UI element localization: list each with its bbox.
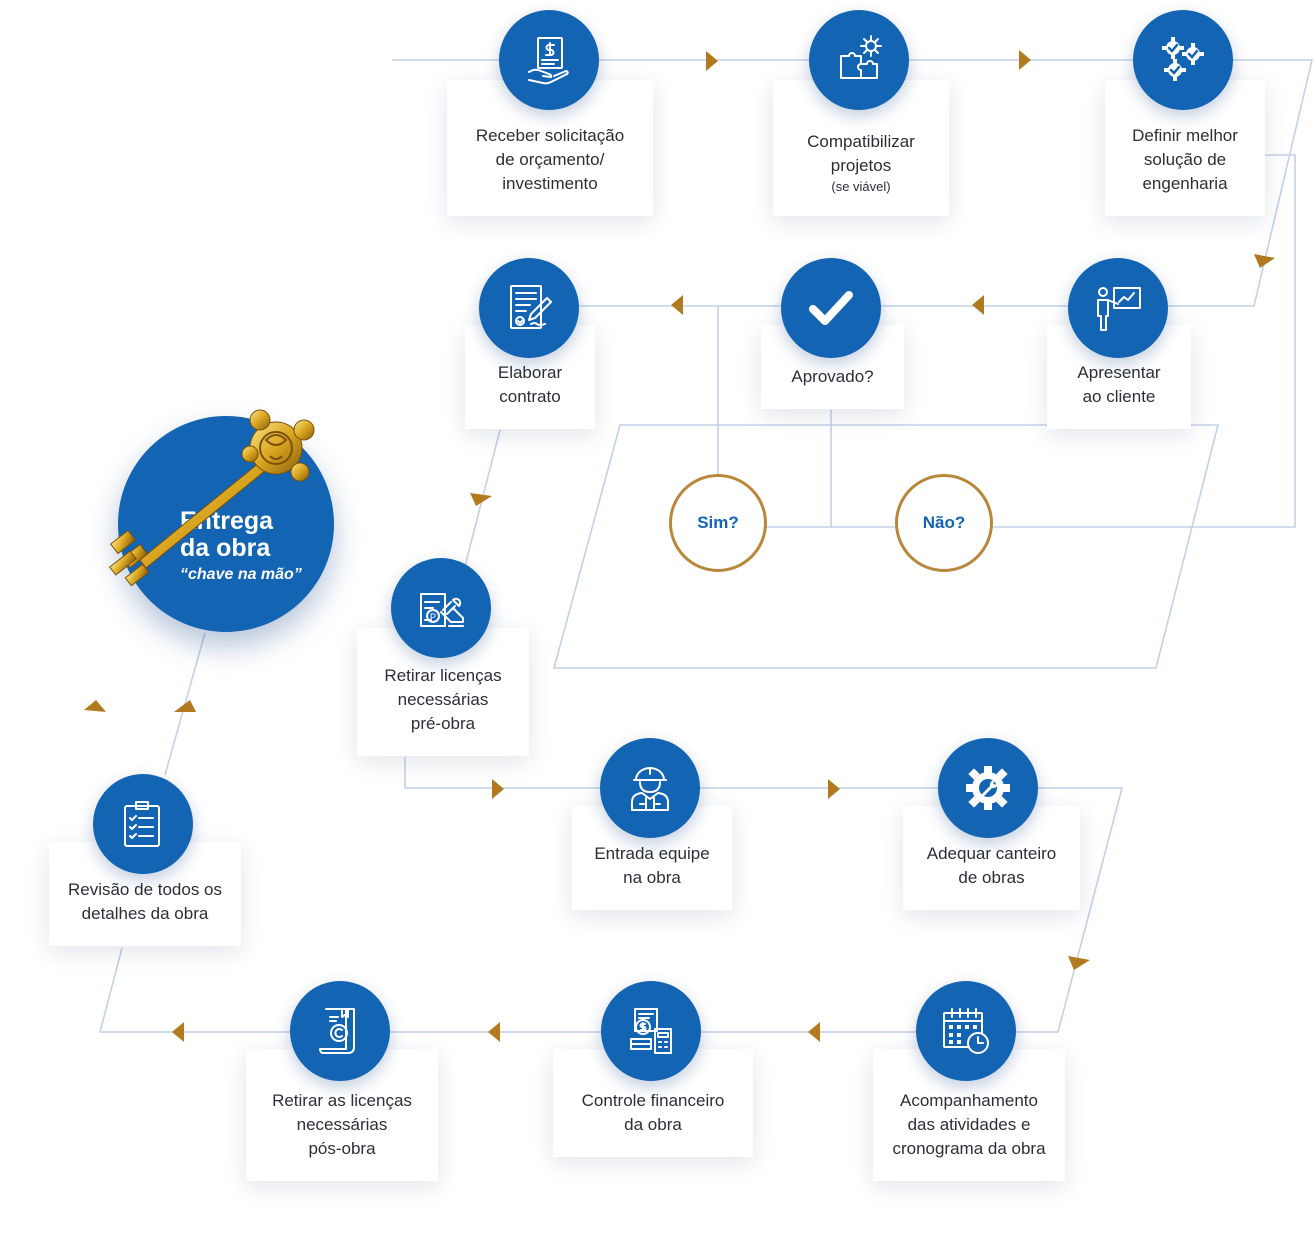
delivery-title: Entrega da obra [180,507,274,562]
checkmark-icon [781,258,881,358]
clipboard-checklist-icon [93,774,193,874]
step-label: Definir melhor solução de engenharia [1132,126,1238,193]
step-label: Retirar licenças necessárias pré-obra [384,666,502,733]
step-label: Adequar canteiro de obras [926,844,1057,887]
arrow-down-2 [470,493,492,506]
puzzle-gear-icon [809,10,909,110]
copyright-scroll-icon [290,981,390,1081]
arrow-left-4 [488,1022,500,1042]
step-card-acompanhamento: Acompanhamento das atividades e cronogra… [873,1049,1065,1181]
flow-line-pre-licence [98,757,1124,1033]
step-label: Acompanhamento das atividades e cronogra… [892,1091,1046,1158]
calendar-clock-icon [916,981,1016,1081]
document-dollar-icon [499,10,599,110]
arrow-left-3 [808,1022,820,1042]
step-note: (se viável) [831,179,891,194]
stamp-document-icon: P [391,558,491,658]
decision-sim-label: Sim? [697,513,739,532]
svg-text:P: P [430,612,436,622]
arrow-down-3 [1068,956,1090,970]
step-label: Receber solicitação de orçamento/ invest… [475,126,625,193]
arrow-right-1 [706,51,718,71]
step-card-revisao: Revisão de todos os detalhes da obra [49,842,241,946]
decision-nao: Não? [895,474,993,572]
money-calculator-icon [601,981,701,1081]
decision-nao-label: Não? [922,513,966,532]
arrow-left-1 [972,295,984,315]
presenter-board-icon [1068,258,1168,358]
step-label: Revisão de todos os detalhes da obra [67,880,223,923]
arrow-right-2 [1019,50,1031,70]
decision-parallelogram [552,424,1220,669]
construction-worker-icon [600,738,700,838]
decision-sim: Sim? [669,474,767,572]
arrow-left-2 [671,295,683,315]
arrow-down-1 [1254,254,1275,268]
wrench-gear-icon [938,738,1038,838]
step-label: Compatibilizar projetos [807,132,915,175]
arrow-right-4 [828,779,840,799]
gears-check-icon [1133,10,1233,110]
arrow-left-5 [172,1022,184,1042]
flow-line-approval-down [760,410,900,528]
step-label: Elaborar contrato [497,363,563,406]
arrow-right-3 [492,779,504,799]
step-label: Retirar as licenças necessárias pós-obra [272,1091,412,1158]
delivery-subtitle: “chave na mão” [180,566,302,583]
step-label: Aprovado? [791,367,874,386]
contract-pen-icon [479,258,579,358]
arrow-up-1 [174,700,196,712]
step-label: Entrada equipe na obra [594,844,710,887]
flow-line-nao-loop [990,154,1296,528]
arrow-up-2 [84,700,106,712]
step-label: Controle financeiro da obra [581,1091,725,1134]
golden-key-icon [108,409,315,587]
step-label: Apresentar ao cliente [1077,363,1161,406]
